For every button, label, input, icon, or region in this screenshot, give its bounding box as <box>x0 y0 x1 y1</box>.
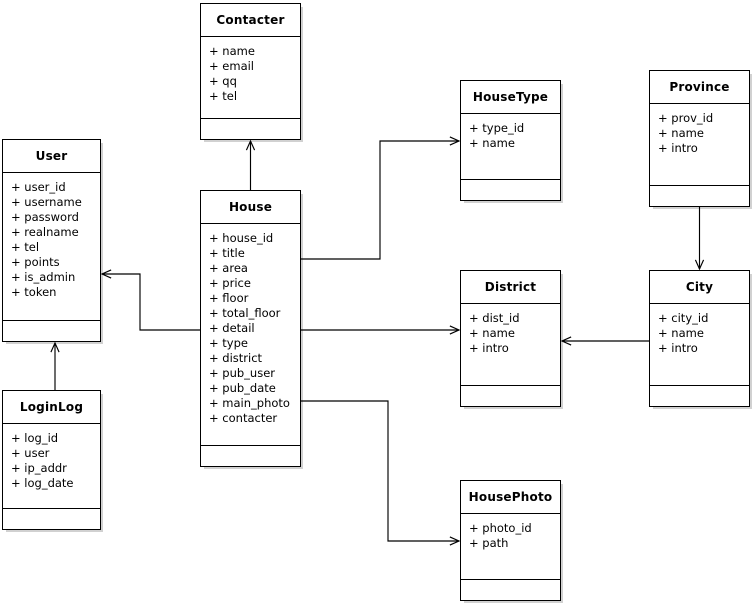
uml-attribute: + is_admin <box>11 270 76 284</box>
uml-attribute: + pub_date <box>209 381 276 395</box>
uml-attribute: + contacter <box>209 411 278 425</box>
uml-attribute-compartment: + name+ email+ qq+ tel <box>201 37 300 119</box>
uml-class-name: HousePhoto <box>461 481 560 514</box>
uml-attribute-compartment: + prov_id+ name+ intro <box>650 104 749 186</box>
arrowhead-icon <box>449 136 461 146</box>
uml-attribute: + district <box>209 351 263 365</box>
arrowhead-icon <box>449 536 461 546</box>
uml-attribute: + username <box>11 195 82 209</box>
uml-attribute: + qq <box>209 74 237 88</box>
uml-class-name: House <box>201 191 300 224</box>
uml-class-province[interactable]: Province+ prov_id+ name+ intro <box>649 70 750 207</box>
uml-attribute-compartment: + house_id+ title+ area+ price+ floor+ t… <box>201 224 300 446</box>
arrowhead-icon <box>245 139 256 151</box>
uml-attribute: + floor <box>209 291 249 305</box>
relationship-house-to-district[interactable] <box>301 325 461 335</box>
uml-attribute: + pub_user <box>209 366 276 380</box>
uml-attribute: + user <box>11 446 50 460</box>
arrowhead-icon <box>50 341 60 353</box>
uml-attribute: + total_floor <box>209 306 281 320</box>
uml-operation-compartment <box>650 386 749 406</box>
uml-class-contacter[interactable]: Contacter+ name+ email+ qq+ tel <box>200 3 301 140</box>
uml-attribute: + area <box>209 261 248 275</box>
uml-attribute: + tel <box>209 89 238 103</box>
uml-attribute: + intro <box>658 341 698 355</box>
uml-operation-compartment <box>461 386 560 406</box>
uml-attribute: + user_id <box>11 180 66 194</box>
uml-class-name: Province <box>650 71 749 104</box>
uml-attribute: + detail <box>209 321 255 335</box>
uml-attribute-compartment: + type_id+ name <box>461 114 560 180</box>
uml-class-name: User <box>3 140 100 173</box>
uml-attribute: + price <box>209 276 251 290</box>
arrowhead-icon <box>449 325 461 335</box>
uml-operation-compartment <box>201 119 300 139</box>
uml-attribute: + name <box>469 136 515 150</box>
relationship-loginlog-to-user[interactable] <box>50 341 60 390</box>
uml-attribute: + points <box>11 255 60 269</box>
uml-attribute: + type <box>209 336 248 350</box>
relationship-house-to-user[interactable] <box>100 269 200 331</box>
uml-attribute: + main_photo <box>209 396 290 410</box>
uml-operation-compartment <box>3 509 100 529</box>
uml-attribute: + log_date <box>11 476 74 490</box>
uml-attribute: + city_id <box>658 311 709 325</box>
uml-attribute: + token <box>11 285 57 299</box>
uml-class-house[interactable]: House+ house_id+ title+ area+ price+ flo… <box>200 190 301 467</box>
uml-attribute: + dist_id <box>469 311 520 325</box>
uml-class-housephoto[interactable]: HousePhoto+ photo_id+ path <box>460 480 561 601</box>
uml-class-name: Contacter <box>201 4 300 37</box>
uml-attribute: + type_id <box>469 121 525 135</box>
uml-attribute-compartment: + log_id+ user+ ip_addr+ log_date <box>3 424 100 509</box>
uml-operation-compartment <box>650 186 749 206</box>
uml-attribute: + title <box>209 246 245 260</box>
relationship-province-to-city[interactable] <box>694 207 705 271</box>
uml-attribute: + name <box>658 126 704 140</box>
uml-attribute: + name <box>209 44 255 58</box>
uml-attribute: + intro <box>658 141 698 155</box>
relationship-line <box>301 140 459 260</box>
uml-operation-compartment <box>201 446 300 466</box>
uml-attribute-compartment: + dist_id+ name+ intro <box>461 304 560 386</box>
uml-attribute-compartment: + user_id+ username+ password+ realname+… <box>3 173 100 321</box>
uml-class-name: District <box>461 271 560 304</box>
uml-attribute: + photo_id <box>469 521 532 535</box>
arrowhead-icon <box>100 269 112 279</box>
uml-operation-compartment <box>461 180 560 200</box>
uml-attribute: + log_id <box>11 431 59 445</box>
uml-class-name: HouseType <box>461 81 560 114</box>
uml-class-loginlog[interactable]: LoginLog+ log_id+ user+ ip_addr+ log_dat… <box>2 390 101 530</box>
uml-class-name: LoginLog <box>3 391 100 424</box>
uml-operation-compartment <box>461 580 560 600</box>
uml-attribute: + name <box>658 326 704 340</box>
relationship-city-to-district[interactable] <box>560 336 649 346</box>
uml-attribute: + realname <box>11 225 79 239</box>
uml-attribute: + name <box>469 326 515 340</box>
uml-attribute: + prov_id <box>658 111 714 125</box>
uml-class-user[interactable]: User+ user_id+ username+ password+ realn… <box>2 139 101 342</box>
relationship-line <box>102 273 200 331</box>
uml-attribute: + path <box>469 536 509 550</box>
relationship-house-to-housephoto[interactable] <box>301 400 461 546</box>
uml-attribute: + intro <box>469 341 509 355</box>
uml-attribute: + password <box>11 210 79 224</box>
arrowhead-icon <box>694 259 705 271</box>
uml-attribute-compartment: + city_id+ name+ intro <box>650 304 749 386</box>
uml-attribute: + email <box>209 59 255 73</box>
uml-attribute: + ip_addr <box>11 461 67 475</box>
relationship-house-to-housetype[interactable] <box>301 136 461 260</box>
uml-class-district[interactable]: District+ dist_id+ name+ intro <box>460 270 561 407</box>
uml-class-name: City <box>650 271 749 304</box>
uml-operation-compartment <box>3 321 100 341</box>
uml-attribute-compartment: + photo_id+ path <box>461 514 560 580</box>
relationship-line <box>301 400 459 542</box>
uml-class-city[interactable]: City+ city_id+ name+ intro <box>649 270 750 407</box>
uml-attribute: + house_id <box>209 231 274 245</box>
uml-class-housetype[interactable]: HouseType+ type_id+ name <box>460 80 561 201</box>
relationship-house-to-contacter[interactable] <box>245 139 256 190</box>
arrowhead-icon <box>560 336 572 346</box>
uml-attribute: + tel <box>11 240 40 254</box>
